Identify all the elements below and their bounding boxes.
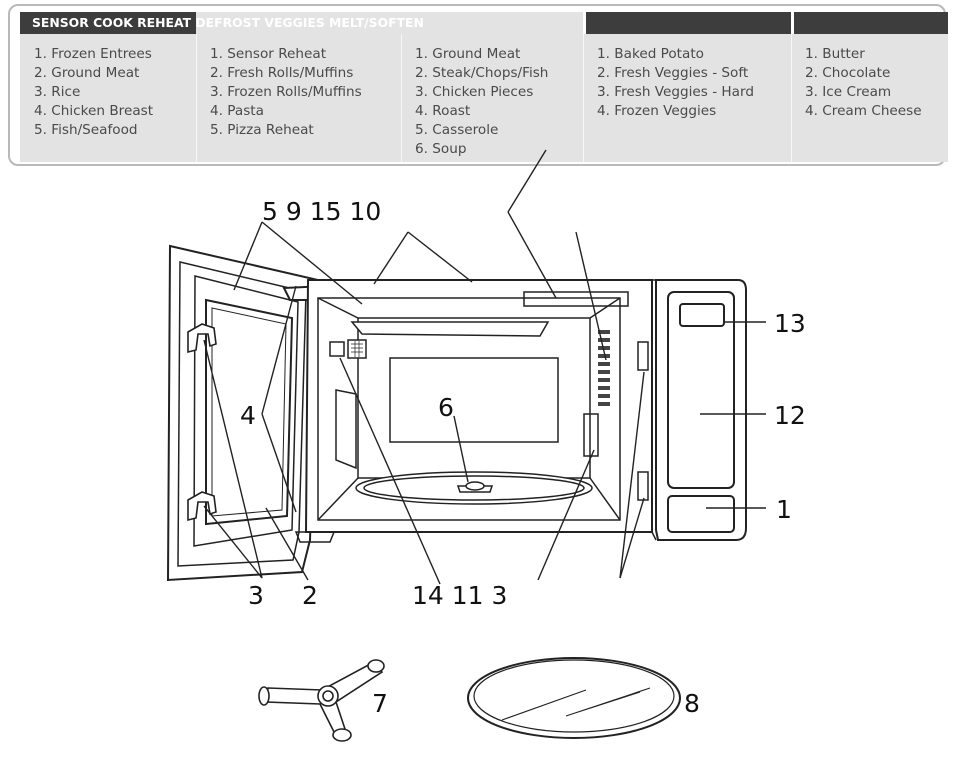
list-item: 1. Ground Meat bbox=[415, 46, 521, 62]
column-items: 1. Butter 2. Chocolate 3. Ice Cream 4. C… bbox=[791, 34, 948, 121]
label-card: SENSOR COOK REHEAT DEFROST VEGGIES MELT/… bbox=[8, 4, 948, 166]
column-divider bbox=[583, 34, 584, 162]
list-item: 6. Soup bbox=[415, 141, 467, 157]
list-item: 3. Chicken Pieces bbox=[415, 84, 534, 100]
callout-glass-tray: 8 bbox=[684, 689, 700, 718]
list-item: 5. Pizza Reheat bbox=[210, 122, 314, 138]
list-item: 3. Fresh Veggies - Hard bbox=[597, 84, 754, 100]
list-item: 3. Ice Cream bbox=[805, 84, 892, 100]
table-column-melt-soften: 1. Butter 2. Chocolate 3. Ice Cream 4. C… bbox=[791, 12, 948, 162]
list-item: 1. Butter bbox=[805, 46, 865, 62]
header-divider bbox=[583, 12, 586, 34]
callout-control-panel: 12 bbox=[774, 401, 806, 430]
list-item: 4. Chicken Breast bbox=[34, 103, 154, 119]
control-panel bbox=[651, 279, 747, 541]
vent-grille bbox=[598, 330, 610, 406]
list-item: 3. Frozen Rolls/Muffins bbox=[210, 84, 362, 100]
door-hook-lower bbox=[187, 491, 217, 522]
table-column-reheat: 1. Sensor Reheat 2. Fresh Rolls/Muffins … bbox=[196, 12, 401, 162]
callout-door-hooks: 3 bbox=[248, 581, 264, 610]
table-column-defrost: 1. Ground Meat 2. Steak/Chops/Fish 3. Ch… bbox=[401, 12, 583, 162]
callout-top: 5 9 15 10 bbox=[262, 197, 381, 226]
list-item: 2. Ground Meat bbox=[34, 65, 140, 81]
turntable-in-oven bbox=[355, 471, 593, 505]
glass-tray bbox=[467, 657, 681, 739]
list-item: 2. Fresh Rolls/Muffins bbox=[210, 65, 354, 81]
column-divider bbox=[401, 34, 402, 162]
callout-control-display: 13 bbox=[774, 309, 806, 338]
roller-ring bbox=[258, 659, 385, 742]
list-item: 1. Baked Potato bbox=[597, 46, 704, 62]
list-item: 5. Casserole bbox=[415, 122, 499, 138]
list-item: 4. Pasta bbox=[210, 103, 264, 119]
column-items: 1. Baked Potato 2. Fresh Veggies - Soft … bbox=[583, 34, 791, 121]
callout-bottom-middle: 14 11 3 bbox=[412, 581, 507, 610]
list-item: 5. Fish/Seafood bbox=[34, 122, 138, 138]
list-item: 1. Sensor Reheat bbox=[210, 46, 327, 62]
table-column-veggies: 1. Baked Potato 2. Fresh Veggies - Soft … bbox=[583, 12, 791, 162]
column-items: 1. Ground Meat 2. Steak/Chops/Fish 3. Ch… bbox=[401, 34, 583, 159]
list-item: 2. Chocolate bbox=[805, 65, 891, 81]
header-divider bbox=[791, 12, 794, 34]
callout-door-release: 1 bbox=[776, 495, 792, 524]
leader-lines bbox=[203, 149, 766, 585]
list-item: 4. Roast bbox=[415, 103, 471, 119]
column-divider bbox=[791, 34, 792, 162]
column-divider bbox=[196, 34, 197, 162]
header-blank bbox=[583, 12, 791, 34]
callout-door-seal: 4 bbox=[240, 401, 256, 430]
column-items: 1. Frozen Entrees 2. Ground Meat 3. Rice… bbox=[20, 34, 196, 140]
list-item: 2. Fresh Veggies - Soft bbox=[597, 65, 749, 81]
list-item: 1. Frozen Entrees bbox=[34, 46, 152, 62]
list-item: 4. Cream Cheese bbox=[805, 103, 922, 119]
header-blank bbox=[791, 12, 948, 34]
sensor-menu-table: SENSOR COOK REHEAT DEFROST VEGGIES MELT/… bbox=[20, 12, 948, 162]
list-item: 4. Frozen Veggies bbox=[597, 103, 717, 119]
oven-lamp-cover bbox=[329, 339, 367, 359]
door-hook-upper bbox=[187, 323, 217, 354]
callout-door-window: 2 bbox=[302, 581, 318, 610]
column-items: 1. Sensor Reheat 2. Fresh Rolls/Muffins … bbox=[196, 34, 401, 140]
list-item: 2. Steak/Chops/Fish bbox=[415, 65, 549, 81]
callout-turntable-shaft: 6 bbox=[438, 393, 454, 422]
callout-roller-ring: 7 bbox=[372, 689, 388, 718]
list-item: 3. Rice bbox=[34, 84, 81, 100]
